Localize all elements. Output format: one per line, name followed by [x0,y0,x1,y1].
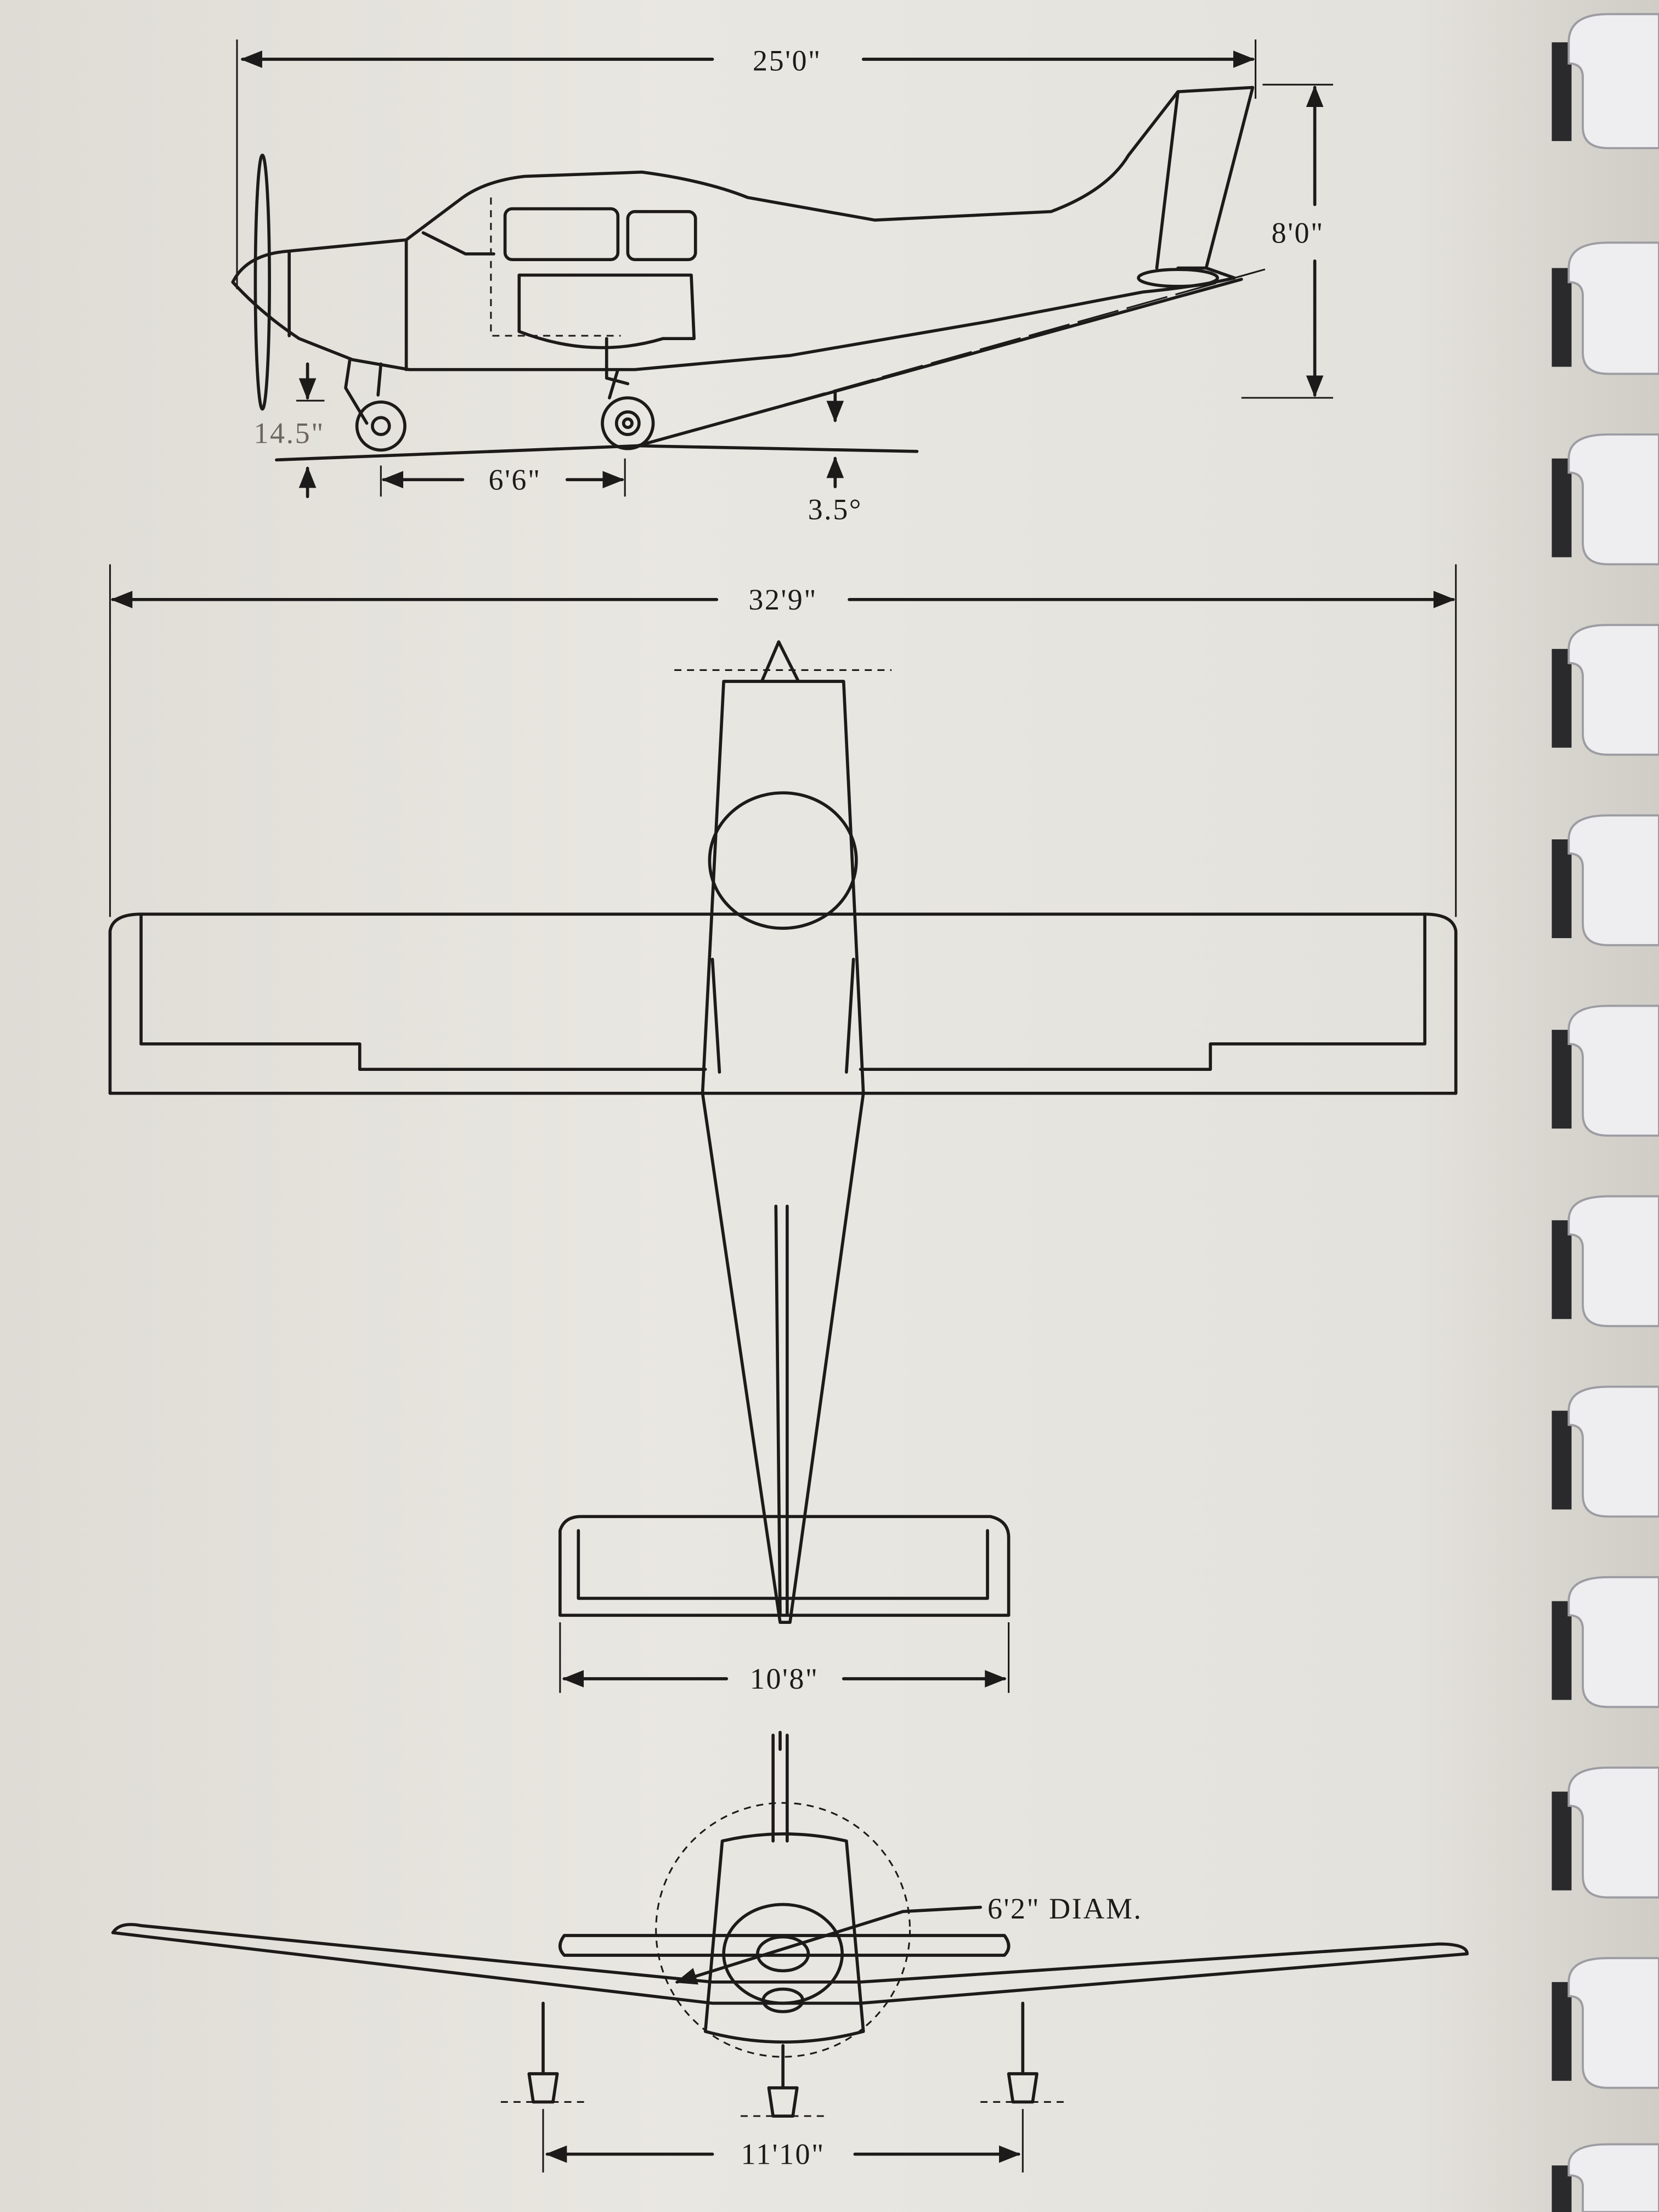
wheelbase-dimension: 6'6" [489,463,541,496]
stabilator-top [558,1515,1011,1617]
fuselage-top [701,680,865,1624]
length-dimension: 25'0" [753,44,822,77]
angle-dimension: 3.5° [808,493,862,526]
top-view: 32'9" 10'8" [108,564,1458,1695]
nose-wheel [355,400,407,452]
spiral-binding [1551,13,1659,2212]
propeller-side [253,154,271,411]
cowling-front [703,1832,865,2044]
wing-front [111,1923,1469,2005]
propeller-arc [655,1802,911,2058]
canopy [708,791,858,930]
height-dimension: 8'0" [1272,216,1324,249]
propeller-diameter-label: 6'2" DIAM. [988,1892,1142,1925]
main-wheel [601,396,655,450]
nose-gear-height-dimension: 14.5" [253,416,324,449]
wing-top [108,912,1458,1095]
stabilator-span-dimension: 10'8" [750,1662,819,1695]
wingspan-dimension: 32'9" [748,583,817,616]
fuselage-side [231,86,1255,371]
side-view: 25'0" 8'0" 3.5° [231,40,1333,526]
track-dimension: 11'10" [741,2138,825,2171]
front-view: 6'2" DIAM. 11'10" [111,1730,1469,2173]
